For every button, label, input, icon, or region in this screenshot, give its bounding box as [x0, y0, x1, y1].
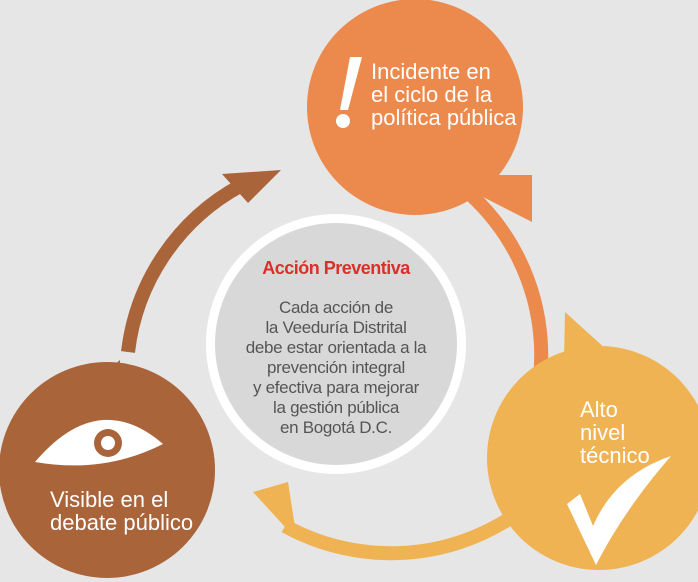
node-tecnico-line: nivel	[580, 420, 626, 446]
center-body-line: la gestión pública	[273, 398, 399, 417]
node-incidente-text: Incidente en el ciclo de la política púb…	[371, 60, 517, 129]
node-incidente-line: el ciclo de la	[371, 82, 493, 108]
exclamation-icon	[336, 57, 362, 128]
node-tecnico-line: técnico	[580, 443, 650, 469]
center-circle	[215, 223, 457, 465]
center-title: Acción Preventiva	[262, 258, 410, 278]
node-tecnico-bubble	[487, 346, 698, 570]
node-visible-text: Visible en el debate público	[50, 488, 193, 534]
center-body-line: y efectiva para mejorar	[252, 378, 419, 397]
node-incidente-tail	[440, 175, 532, 222]
node-incidente-bubble	[307, 0, 523, 215]
center-body-line: Cada acción de	[279, 298, 393, 317]
arrowhead-yellow	[253, 482, 297, 540]
node-incidente-line: Incidente en	[371, 59, 491, 84]
node-tecnico-line: Alto	[580, 397, 618, 422]
eye-icon	[35, 419, 163, 466]
arrowhead-brown	[222, 170, 281, 203]
center-body: Cada acción de la Veeduría Distrital deb…	[214, 298, 458, 438]
node-visible-tail	[40, 360, 120, 430]
center-body-line: en Bogotá D.C.	[279, 418, 393, 437]
node-incidente-line: política pública	[371, 105, 517, 131]
cycle-arrow-yellow	[281, 511, 516, 561]
node-tecnico-tail	[564, 312, 618, 360]
node-visible-bubble	[0, 362, 215, 578]
node-visible-line: Visible en el	[50, 487, 169, 512]
cycle-arrow-brown	[121, 179, 244, 353]
center-body-line: prevención integral	[267, 358, 405, 377]
center-body-line: la Veeduría Distrital	[265, 318, 407, 337]
checkmark-icon	[567, 456, 671, 565]
center-body-line: debe estar orientada a la	[245, 338, 427, 357]
node-visible-line: debate público	[50, 510, 194, 536]
node-tecnico-text: Alto nivel técnico	[580, 398, 650, 467]
